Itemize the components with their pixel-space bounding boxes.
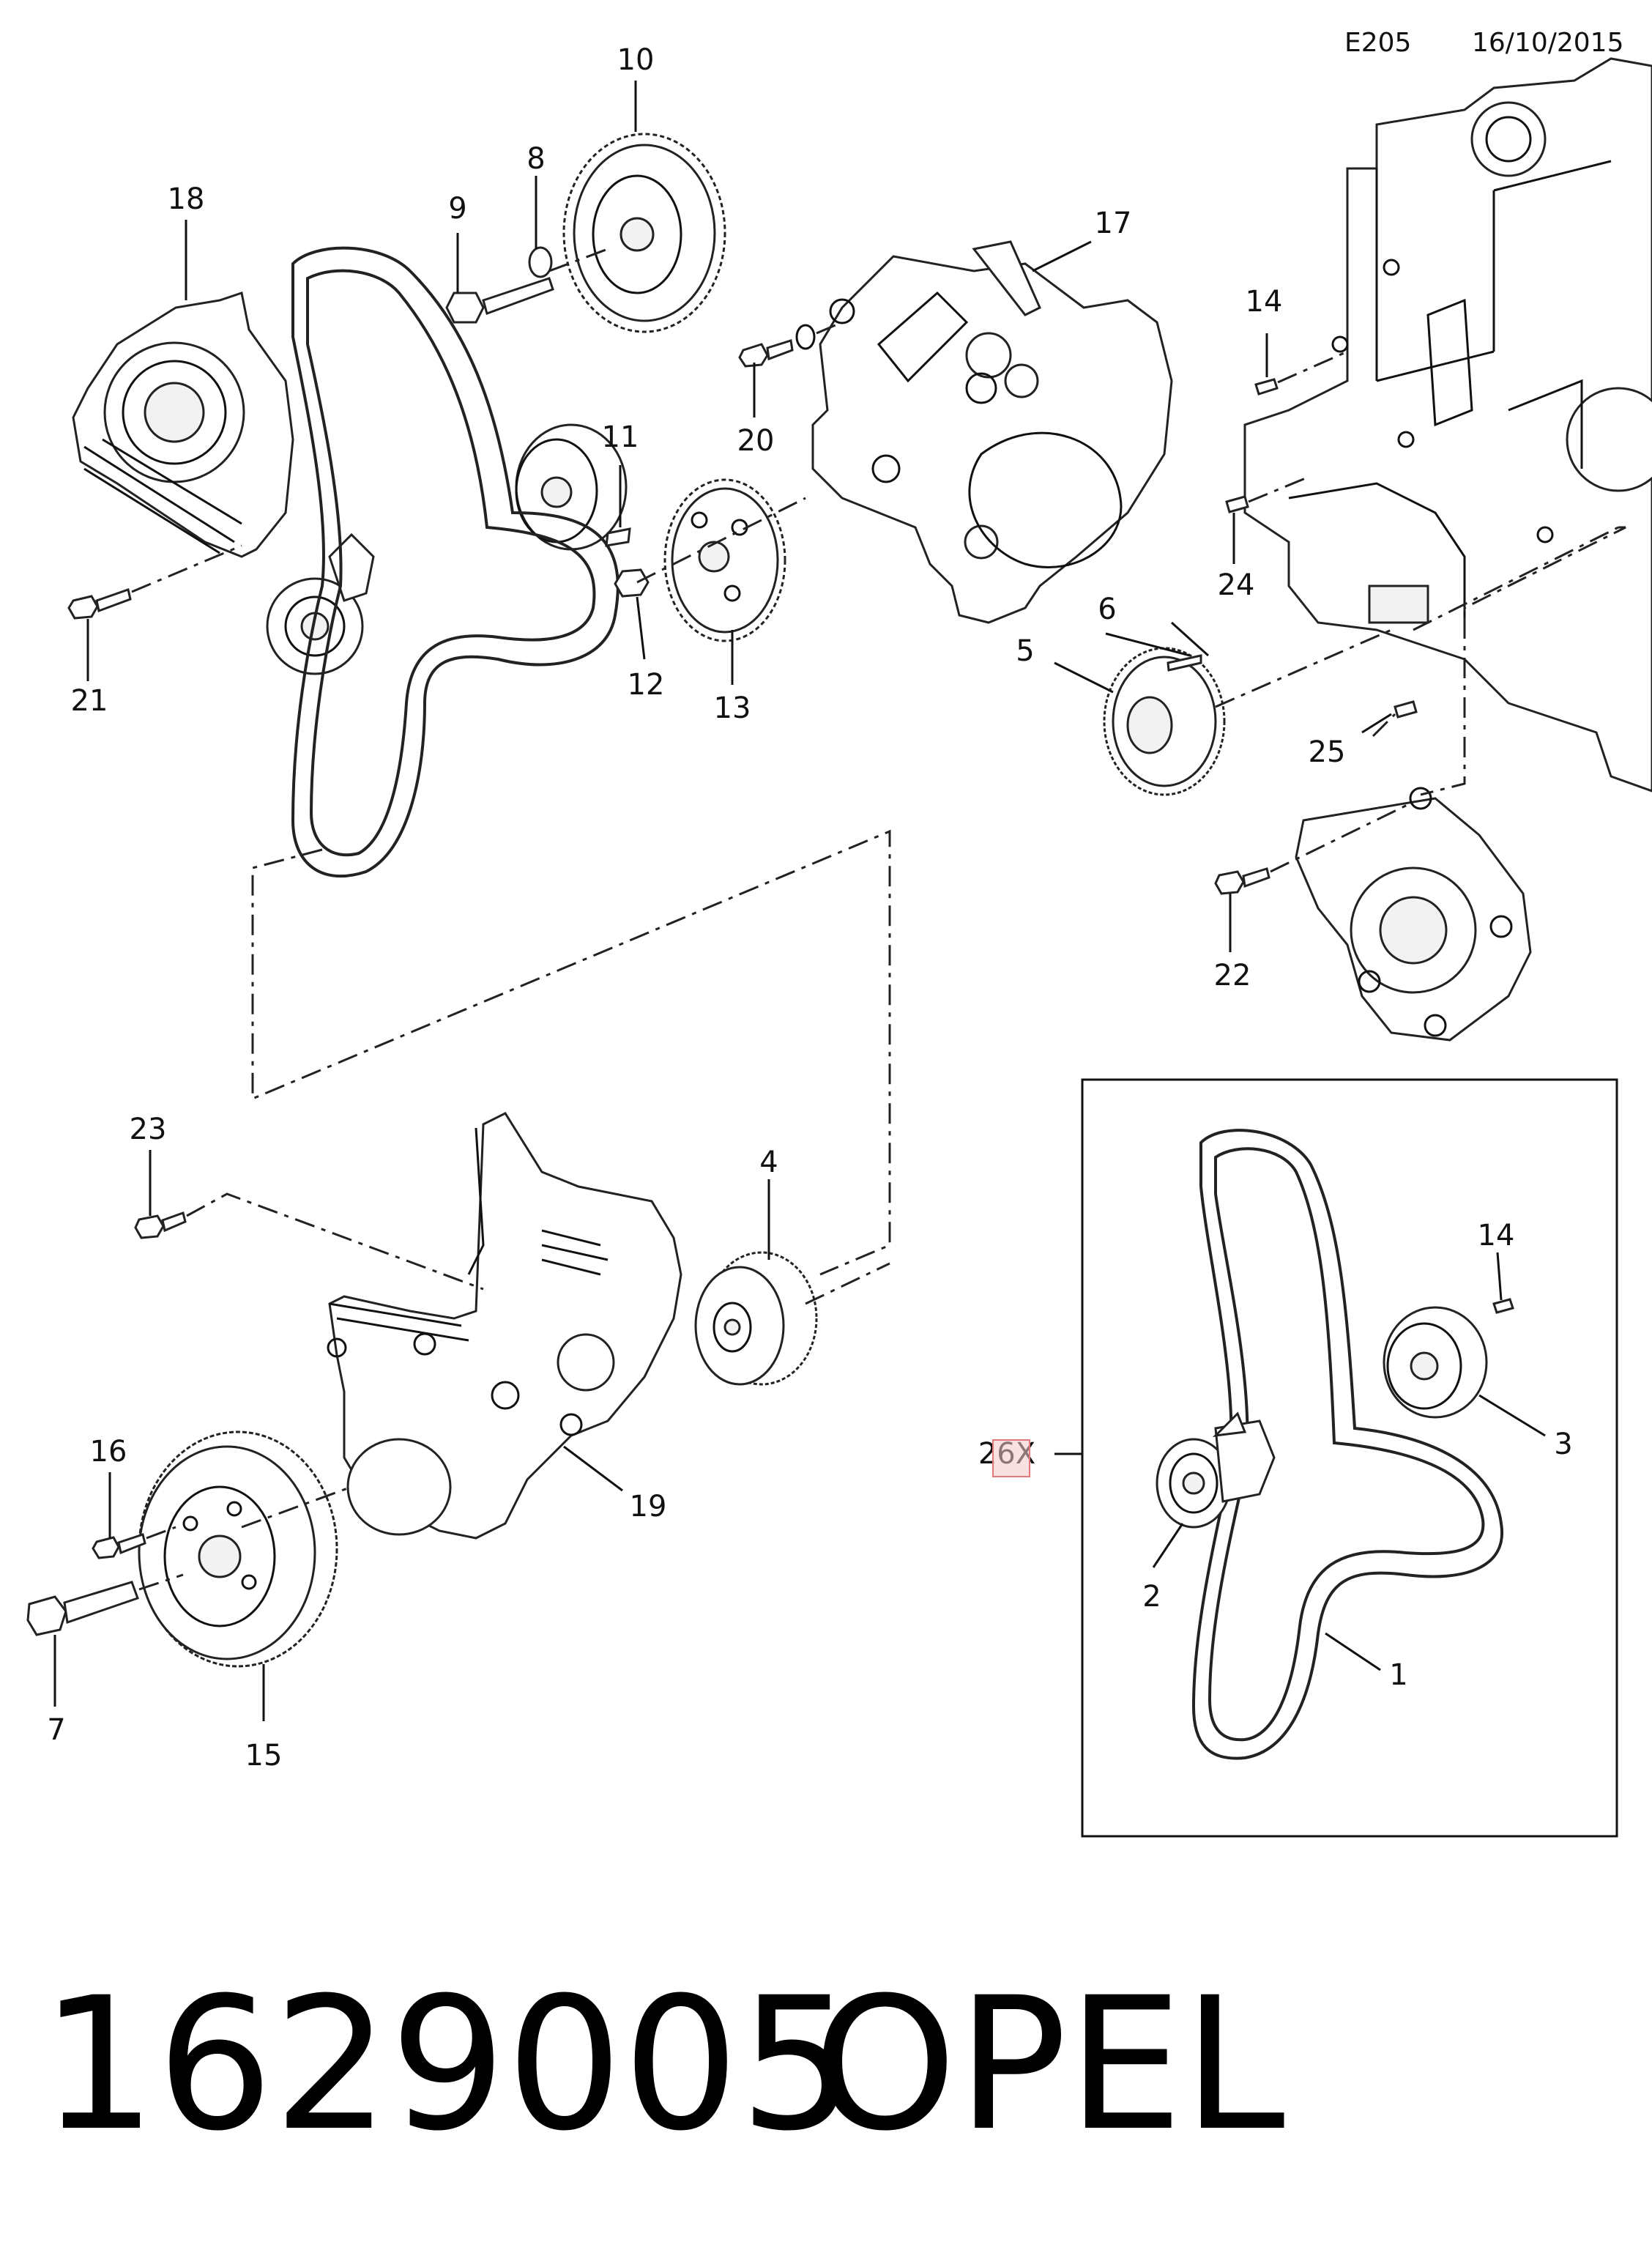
washer-20 xyxy=(795,324,816,350)
callout-17: 17 xyxy=(1095,207,1132,240)
callout-19: 19 xyxy=(630,1490,667,1523)
engine-block xyxy=(1243,57,1652,793)
callout-16: 16 xyxy=(90,1435,127,1469)
dash-link-21 xyxy=(131,544,242,593)
woodruff-key xyxy=(605,527,631,547)
kit-dowel-14 xyxy=(1492,1298,1514,1314)
callout-14-kit: 14 xyxy=(1478,1219,1515,1252)
bolt-21-shank xyxy=(95,588,132,613)
lower-idler-pulley xyxy=(694,1251,818,1386)
highlight-marker[interactable] xyxy=(992,1439,1030,1477)
callout-11: 11 xyxy=(602,420,639,454)
callout-8: 8 xyxy=(527,142,545,176)
callout-4: 4 xyxy=(759,1146,778,1179)
callout-15: 15 xyxy=(245,1739,283,1773)
callout-25: 25 xyxy=(1309,735,1346,769)
upper-timing-belt-inner xyxy=(306,269,596,857)
bolt-20 xyxy=(738,343,769,368)
bolt-16 xyxy=(92,1536,120,1559)
dash-link-16 xyxy=(146,1526,176,1540)
bolt-22 xyxy=(1214,870,1245,895)
callout-12: 12 xyxy=(628,668,665,702)
callout-6: 6 xyxy=(1098,593,1116,626)
bolt-22-shank xyxy=(1242,867,1270,888)
crankshaft-bolt xyxy=(26,1595,67,1636)
callout-1: 1 xyxy=(1389,1658,1407,1692)
sprocket-nut xyxy=(614,568,650,598)
callout-23: 23 xyxy=(130,1113,167,1146)
callout-5: 5 xyxy=(1016,634,1034,668)
part-number: 1629005 xyxy=(40,1958,855,2171)
callout-13: 13 xyxy=(714,691,751,725)
dash-link-7 xyxy=(138,1573,184,1591)
dash-link-5 xyxy=(1215,628,1392,708)
diagram-date: 16/10/2015 xyxy=(1472,28,1624,58)
callout-22: 22 xyxy=(1214,959,1251,992)
bolt-23 xyxy=(134,1214,165,1239)
dash-link-22 xyxy=(1270,801,1414,873)
leader-lines xyxy=(53,81,1546,1721)
water-pump xyxy=(1295,787,1532,1042)
callout-21: 21 xyxy=(71,684,108,718)
dash-link-4 xyxy=(805,1262,890,1305)
brand-name: OPEL xyxy=(813,1958,1285,2171)
dowel-24 xyxy=(1225,495,1249,513)
timing-kit-frame xyxy=(1081,1078,1618,1838)
callout-14-top: 14 xyxy=(1246,285,1283,319)
dash-link-15 xyxy=(241,1485,352,1529)
dash-link-24 xyxy=(1248,475,1311,503)
upper-timing-belt xyxy=(291,246,620,878)
dash-link-13 xyxy=(636,497,806,584)
camshaft-bolt xyxy=(445,277,554,324)
rear-timing-cover xyxy=(811,240,1173,624)
callout-18: 18 xyxy=(168,182,205,216)
bolt-16-shank xyxy=(117,1533,146,1555)
callout-10: 10 xyxy=(617,43,655,77)
kit-idler-pulley xyxy=(1383,1306,1488,1419)
dash-link-14 xyxy=(1277,350,1348,384)
callout-20: 20 xyxy=(737,424,775,458)
dowel-14-top xyxy=(1254,378,1279,396)
upper-tensioner xyxy=(266,532,375,675)
kit-tensioner xyxy=(1156,1411,1276,1529)
callout-7: 7 xyxy=(47,1713,65,1747)
dowel-25 xyxy=(1394,700,1418,719)
bolt-23-shank xyxy=(161,1211,187,1233)
dash-link-25 xyxy=(1372,713,1396,738)
crankshaft-sprocket xyxy=(1103,647,1226,796)
dash-link-pump xyxy=(1420,526,1626,796)
dash-link-23 xyxy=(186,1192,484,1291)
dash-link-10 xyxy=(548,248,609,272)
camshaft-washer xyxy=(528,246,553,278)
bolt-21 xyxy=(67,595,99,620)
camshaft-sprocket xyxy=(562,133,726,333)
dash-link-frame xyxy=(251,829,891,1276)
crank-key xyxy=(1167,654,1202,672)
callout-3: 3 xyxy=(1554,1428,1572,1461)
crankshaft-pulley xyxy=(138,1430,338,1668)
callout-2: 2 xyxy=(1142,1580,1161,1614)
upper-timing-cover xyxy=(72,292,294,558)
callout-9: 9 xyxy=(448,192,466,226)
diagram-code: E205 xyxy=(1344,28,1411,58)
callout-24: 24 xyxy=(1218,568,1255,602)
dash-link-20 xyxy=(816,321,843,335)
crankshaft-bolt-shank xyxy=(63,1581,139,1625)
lower-timing-cover xyxy=(327,1112,682,1540)
bolt-20-shank xyxy=(766,339,794,361)
